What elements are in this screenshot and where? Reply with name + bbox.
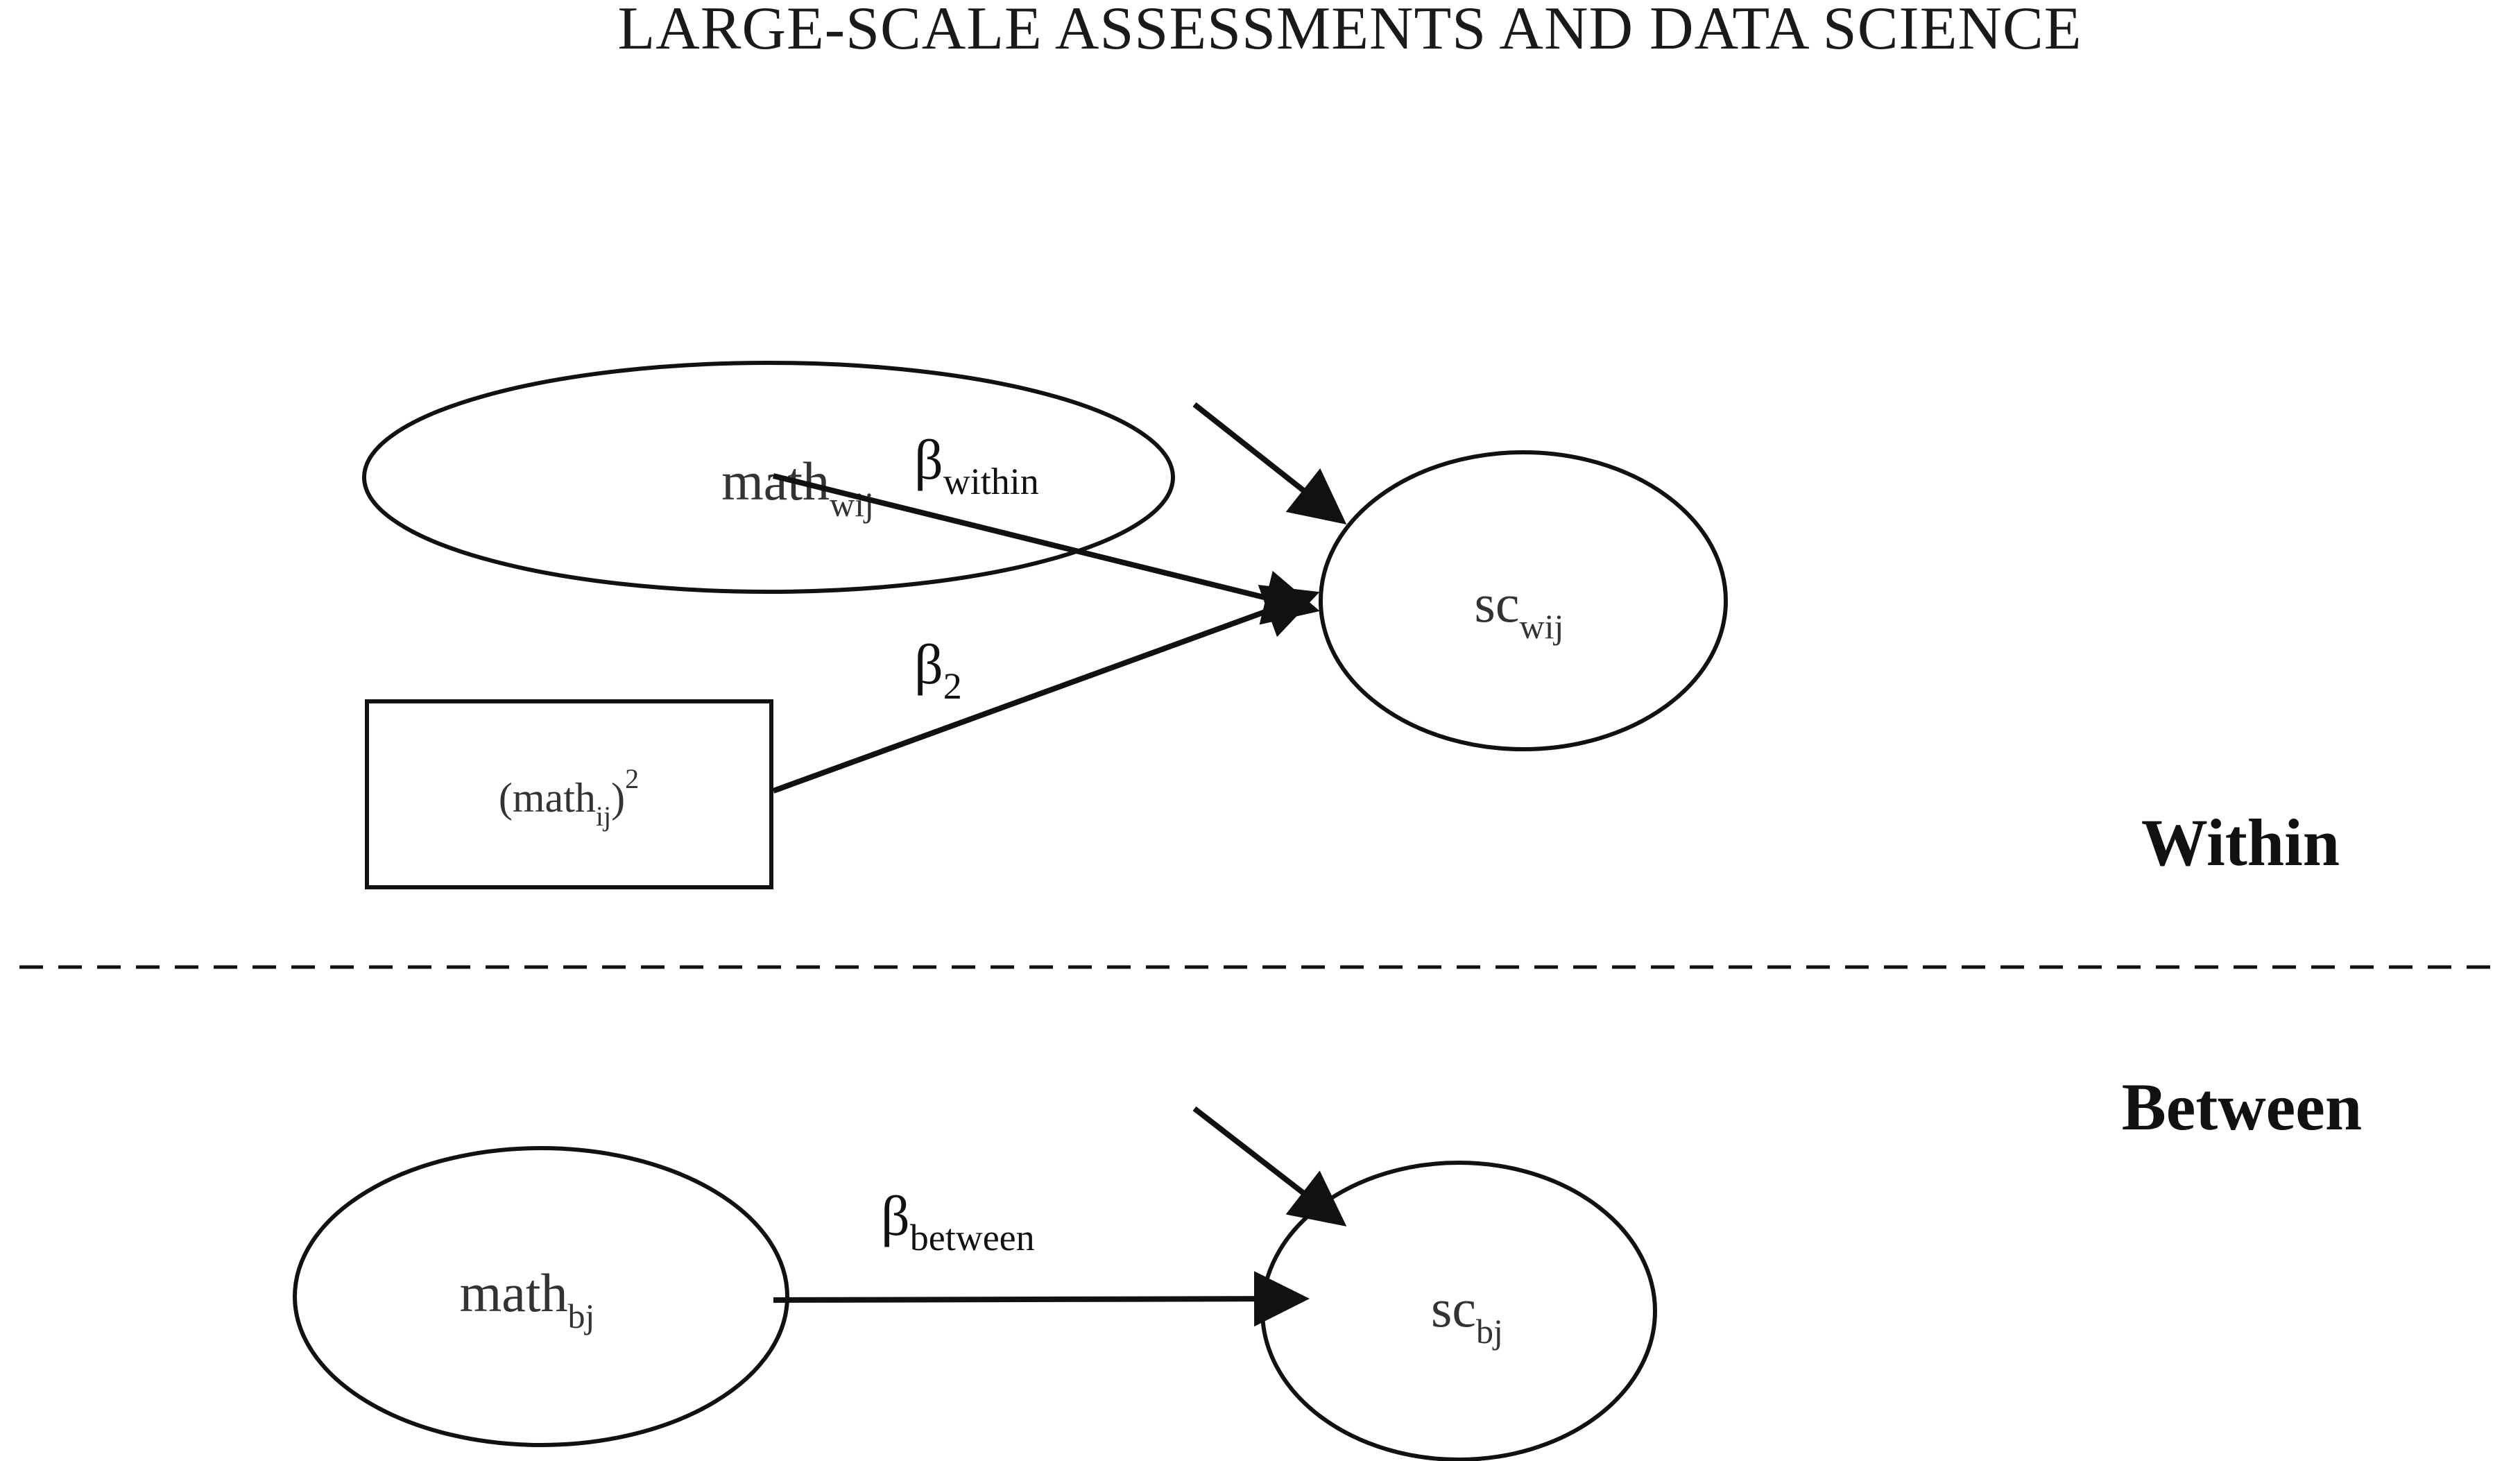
level-label-between: Between — [2122, 1070, 2363, 1144]
edge-math-between-to-sc-between — [773, 1271, 1310, 1327]
residual-arrow-sc-between — [1192, 1106, 1347, 1227]
math-within-node — [362, 361, 1175, 594]
sc-between-label: scbj — [1431, 1278, 1503, 1351]
math-squared-label: (mathij)2 — [499, 763, 639, 832]
edge-math-within-to-sc-within — [773, 473, 1320, 625]
math-between-node — [293, 1146, 789, 1447]
sc-within-node — [1319, 450, 1728, 751]
level-label-within: Within — [2141, 805, 2340, 880]
edge-math-squared-to-sc-within — [772, 585, 1320, 794]
coef-beta-between: βbetween — [881, 1184, 1035, 1258]
coef-beta-2: β2 — [914, 633, 962, 707]
residual-arrow-sc-within — [1192, 402, 1347, 524]
math-between-label: mathbj — [460, 1263, 595, 1335]
math-within-label: mathwij — [721, 451, 874, 524]
page-header-title: LARGE-SCALE ASSESSMENTS AND DATA SCIENCE — [617, 0, 2082, 62]
coef-beta-within: βwithin — [914, 428, 1039, 502]
math-squared-node — [365, 699, 773, 889]
sc-within-label: scwij — [1475, 573, 1564, 646]
